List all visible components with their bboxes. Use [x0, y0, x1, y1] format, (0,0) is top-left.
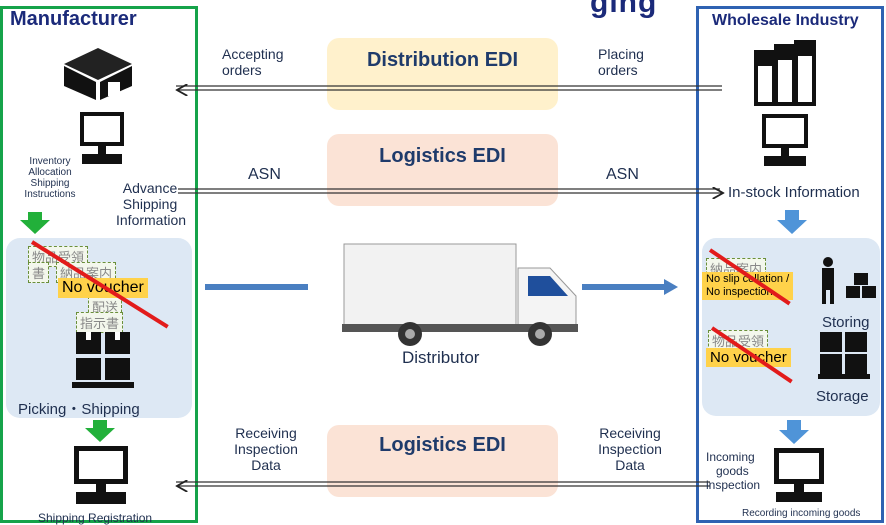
- in-stock-label: In-stock Information: [728, 184, 860, 201]
- wholesale-title: Wholesale Industry: [712, 12, 859, 29]
- computer-icon-wholesale: [762, 114, 808, 166]
- slip-left-2: 書: [28, 262, 50, 283]
- asn-right-label: ASN: [606, 166, 639, 183]
- logistics-edi-label-top: Logistics EDI: [379, 145, 506, 167]
- storage-label: Storage: [816, 388, 869, 405]
- green-down-arrow-2: [85, 420, 115, 442]
- no-slip-collation-badge: No slip collation /No inspection: [702, 272, 794, 300]
- boxes-pallet-icon-right: [818, 332, 870, 379]
- warehouse-icon: [754, 40, 816, 106]
- flow-bar-right-head: [664, 279, 678, 295]
- distributor-label: Distributor: [402, 348, 480, 367]
- picking-shipping-label: Picking・Shipping: [18, 401, 140, 418]
- asn-left-label: ASN: [248, 166, 281, 183]
- storing-label: Storing: [822, 314, 870, 331]
- cut-off-title: ging: [590, 0, 658, 19]
- manufacturer-panel: [0, 6, 198, 523]
- distribution-edi-label: Distribution EDI: [366, 49, 519, 71]
- shipping-registration-label: Shipping Registration: [38, 511, 153, 525]
- manufacturer-title: Manufacturer: [10, 8, 137, 30]
- factory-icon: [64, 48, 132, 100]
- computer-icon-manufacturer: [80, 112, 124, 164]
- truck-icon: [342, 243, 578, 346]
- wholesale-panel: [696, 6, 884, 523]
- blue-down-arrow-2: [779, 420, 809, 444]
- flow-bar-right: [582, 284, 664, 290]
- computer-icon-shipping: [74, 446, 128, 504]
- slip-left-5: 指示書: [76, 312, 124, 333]
- blue-down-arrow-1: [777, 210, 807, 234]
- green-down-arrow-1: [20, 212, 50, 234]
- recording-incoming-label: Recording incoming goods: [742, 508, 861, 519]
- logistics-edi-box-top: Logistics EDI: [327, 134, 558, 206]
- no-voucher-badge-right: No voucher: [706, 348, 791, 367]
- logistics-edi-label-bottom: Logistics EDI: [379, 434, 506, 456]
- boxes-pallet-icon-left: [72, 332, 134, 388]
- logistics-edi-box-bottom: Logistics EDI: [327, 425, 558, 497]
- computer-icon-inspection: [774, 448, 824, 502]
- flow-bar-left: [205, 284, 308, 290]
- distribution-edi-box: Distribution EDI: [327, 38, 558, 110]
- worker-boxes-icon: [822, 257, 876, 304]
